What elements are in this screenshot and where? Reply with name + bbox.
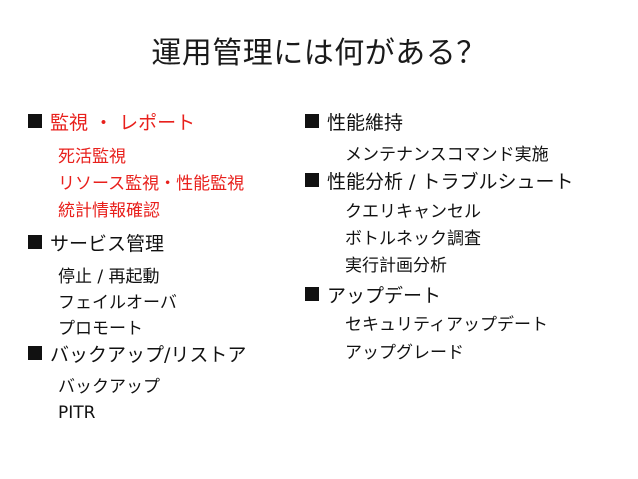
heading-text: 監視 ・ レポート bbox=[50, 112, 196, 134]
section-heading-analysis: 性能分析 / トラブルシュート bbox=[305, 169, 573, 195]
list-item: バックアップ bbox=[58, 377, 160, 397]
heading-text: サービス管理 bbox=[50, 233, 165, 255]
list-item: アップグレード bbox=[345, 343, 464, 363]
list-item: フェイルオーバ bbox=[58, 293, 177, 313]
section-heading-performance: 性能維持 bbox=[305, 110, 403, 136]
square-bullet-icon bbox=[28, 346, 42, 360]
list-item: メンテナンスコマンド実施 bbox=[345, 145, 549, 165]
list-item: 統計情報確認 bbox=[58, 201, 160, 221]
list-item: プロモート bbox=[58, 319, 143, 339]
list-item: セキュリティアップデート bbox=[345, 315, 548, 335]
list-item: 停止 / 再起動 bbox=[58, 267, 160, 287]
section-heading-monitoring: 監視 ・ レポート bbox=[28, 110, 195, 136]
heading-text: 性能分析 / トラブルシュート bbox=[327, 171, 574, 193]
square-bullet-icon bbox=[28, 114, 42, 128]
heading-text: バックアップ/リストア bbox=[50, 344, 247, 366]
section-heading-backup: バックアップ/リストア bbox=[28, 342, 246, 368]
section-heading-service: サービス管理 bbox=[28, 231, 164, 257]
list-item: リソース監視・性能監視 bbox=[58, 174, 245, 194]
square-bullet-icon bbox=[28, 235, 42, 249]
heading-text: 性能維持 bbox=[327, 112, 404, 134]
heading-text: アップデート bbox=[327, 285, 442, 307]
list-item: 実行計画分析 bbox=[345, 256, 447, 276]
list-item: 死活監視 bbox=[58, 147, 126, 167]
list-item: クエリキャンセル bbox=[345, 202, 481, 222]
square-bullet-icon bbox=[305, 114, 319, 128]
list-item: ボトルネック調査 bbox=[345, 229, 481, 249]
slide-title: 運用管理には何がある？ bbox=[151, 36, 487, 71]
square-bullet-icon bbox=[305, 173, 319, 187]
section-heading-update: アップデート bbox=[305, 283, 441, 309]
list-item: PITR bbox=[58, 403, 96, 423]
square-bullet-icon bbox=[305, 287, 319, 301]
